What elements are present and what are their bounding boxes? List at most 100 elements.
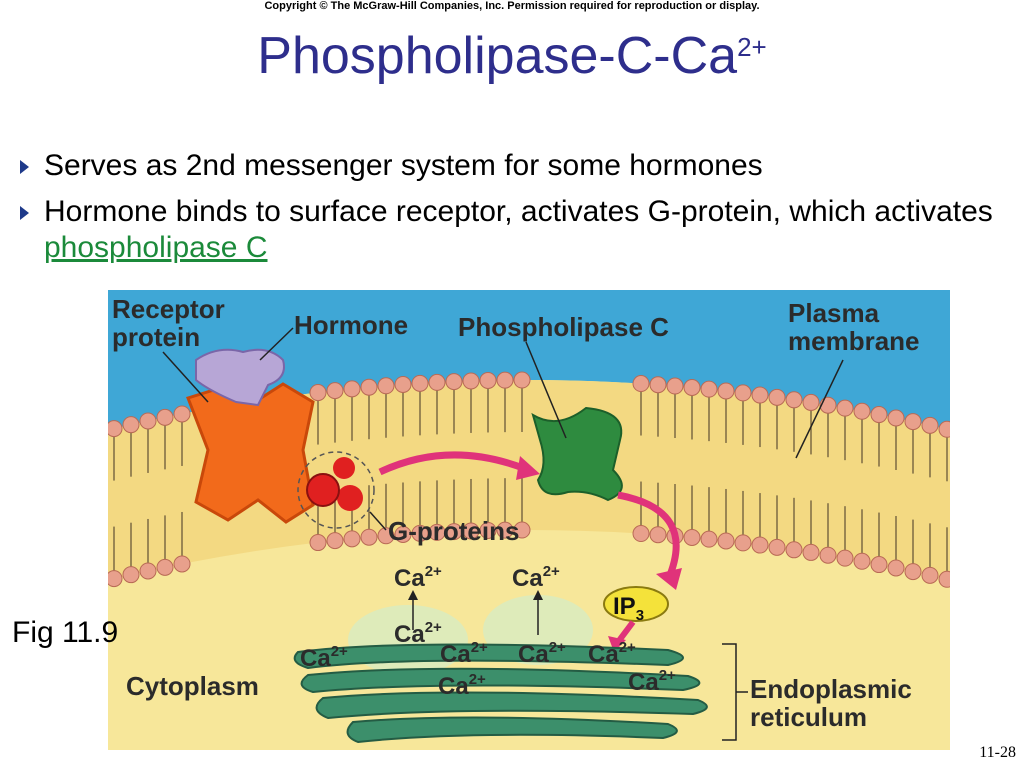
lipid-head bbox=[734, 534, 752, 552]
lipid-head bbox=[768, 538, 786, 556]
lipid-head bbox=[496, 521, 514, 539]
lipid-head bbox=[173, 555, 191, 573]
bullet-arrow-icon bbox=[20, 206, 29, 220]
lipid-head bbox=[326, 382, 344, 400]
calcium-labels: Ca2+Ca2+Ca2+Ca2+Ca2+Ca2+Ca2+Ca2+Ca2+ bbox=[300, 563, 676, 700]
lipid-head bbox=[411, 374, 429, 392]
lipid-head bbox=[394, 525, 412, 543]
lipid-head bbox=[108, 570, 123, 588]
label-cytoplasm: Cytoplasm bbox=[126, 671, 259, 701]
calcium-label: Ca2+ bbox=[440, 639, 488, 668]
lipid-head bbox=[887, 559, 905, 577]
lipid-head bbox=[326, 532, 344, 550]
lipid-head bbox=[309, 384, 327, 402]
lipid-head bbox=[904, 563, 922, 581]
calcium-label: Ca2+ bbox=[394, 563, 442, 592]
activation-arrow bbox=[378, 451, 525, 476]
lipid-head bbox=[683, 528, 701, 546]
ip3-label: IP3 bbox=[613, 593, 644, 624]
lipid-head bbox=[785, 391, 803, 409]
lipid-head bbox=[479, 371, 497, 389]
lipid-head bbox=[649, 376, 667, 394]
leader-line bbox=[259, 327, 294, 361]
g-protein-subunit bbox=[333, 457, 355, 479]
lipid-head bbox=[632, 525, 650, 543]
arrowhead bbox=[656, 568, 682, 590]
lipid-head bbox=[139, 562, 157, 580]
lipid-head bbox=[836, 399, 854, 417]
lipid-head bbox=[717, 382, 735, 400]
lipid-head bbox=[853, 402, 871, 420]
bullet-item-2: Hormone binds to surface receptor, activ… bbox=[18, 194, 1008, 266]
lipid-head bbox=[462, 372, 480, 390]
label-phospholipase-c: Phospholipase C bbox=[458, 312, 669, 342]
lipid-head bbox=[836, 549, 854, 567]
ip3-to-er-arrow bbox=[615, 620, 636, 644]
lipid-head bbox=[802, 543, 820, 561]
calcium-label: Ca2+ bbox=[438, 671, 486, 700]
lipid-head bbox=[700, 380, 718, 398]
g-protein-subunit bbox=[337, 485, 363, 511]
lipid-head bbox=[734, 384, 752, 402]
arrowhead bbox=[408, 590, 418, 600]
calcium-label: Ca2+ bbox=[512, 563, 560, 592]
lipid-head bbox=[343, 380, 361, 398]
bullet-item-1: Serves as 2nd messenger system for some … bbox=[18, 148, 1008, 184]
lipid-head bbox=[751, 536, 769, 554]
phospholipase-c-link[interactable]: phospholipase C bbox=[44, 231, 268, 264]
label-g-proteins: G-proteins bbox=[388, 516, 519, 546]
lipid-head bbox=[428, 523, 446, 541]
calcium-label: Ca2+ bbox=[588, 639, 636, 668]
lipid-head bbox=[496, 371, 514, 389]
lipid-head bbox=[377, 377, 395, 395]
calcium-label: Ca2+ bbox=[394, 619, 442, 648]
lipid-head bbox=[921, 416, 939, 434]
title-main: Phospholipase-C-Ca bbox=[257, 27, 738, 85]
lipid-head bbox=[360, 378, 378, 396]
lipid-head bbox=[108, 420, 123, 438]
g-protein-highlight bbox=[297, 451, 375, 529]
page-number: 11-28 bbox=[979, 744, 1016, 761]
lipid-head bbox=[343, 530, 361, 548]
phospholipase-c-enzyme bbox=[531, 406, 623, 502]
calcium-label: Ca2+ bbox=[628, 667, 676, 696]
leader-line bbox=[525, 341, 567, 439]
lipid-head bbox=[479, 521, 497, 539]
figure-label: Fig 11.9 bbox=[12, 616, 119, 649]
lipid-head bbox=[751, 386, 769, 404]
lipid-head bbox=[156, 408, 174, 426]
lipid-head bbox=[666, 377, 684, 395]
bullet-arrow-icon bbox=[20, 160, 29, 174]
lipid-head bbox=[122, 566, 140, 584]
label-hormone: Hormone bbox=[294, 310, 408, 340]
lipid-head bbox=[309, 534, 327, 552]
lipid-head bbox=[785, 541, 803, 559]
title-superscript: 2+ bbox=[737, 32, 767, 62]
lipid-head bbox=[513, 521, 531, 539]
lipid-head bbox=[938, 570, 950, 588]
ip3-arrow bbox=[617, 491, 680, 582]
lipid-tails bbox=[113, 388, 948, 572]
lipid-head bbox=[904, 413, 922, 431]
er-bracket bbox=[722, 643, 748, 741]
lipid-head bbox=[462, 522, 480, 540]
lipid-head bbox=[122, 416, 140, 434]
lipid-head bbox=[156, 558, 174, 576]
lipid-head bbox=[411, 524, 429, 542]
slide-title: Phospholipase-C-Ca2+ bbox=[0, 26, 1024, 86]
lipid-head bbox=[377, 527, 395, 545]
lipid-head bbox=[819, 396, 837, 414]
lipid-head bbox=[360, 528, 378, 546]
lipid-head bbox=[513, 371, 531, 389]
lipid-head bbox=[870, 556, 888, 574]
g-protein-subunit bbox=[306, 473, 340, 507]
lipid-head bbox=[853, 552, 871, 570]
lipid-head bbox=[700, 530, 718, 548]
lipid-head bbox=[870, 406, 888, 424]
lipid-head bbox=[802, 393, 820, 411]
lipid-head bbox=[717, 532, 735, 550]
lipid-head bbox=[768, 388, 786, 406]
